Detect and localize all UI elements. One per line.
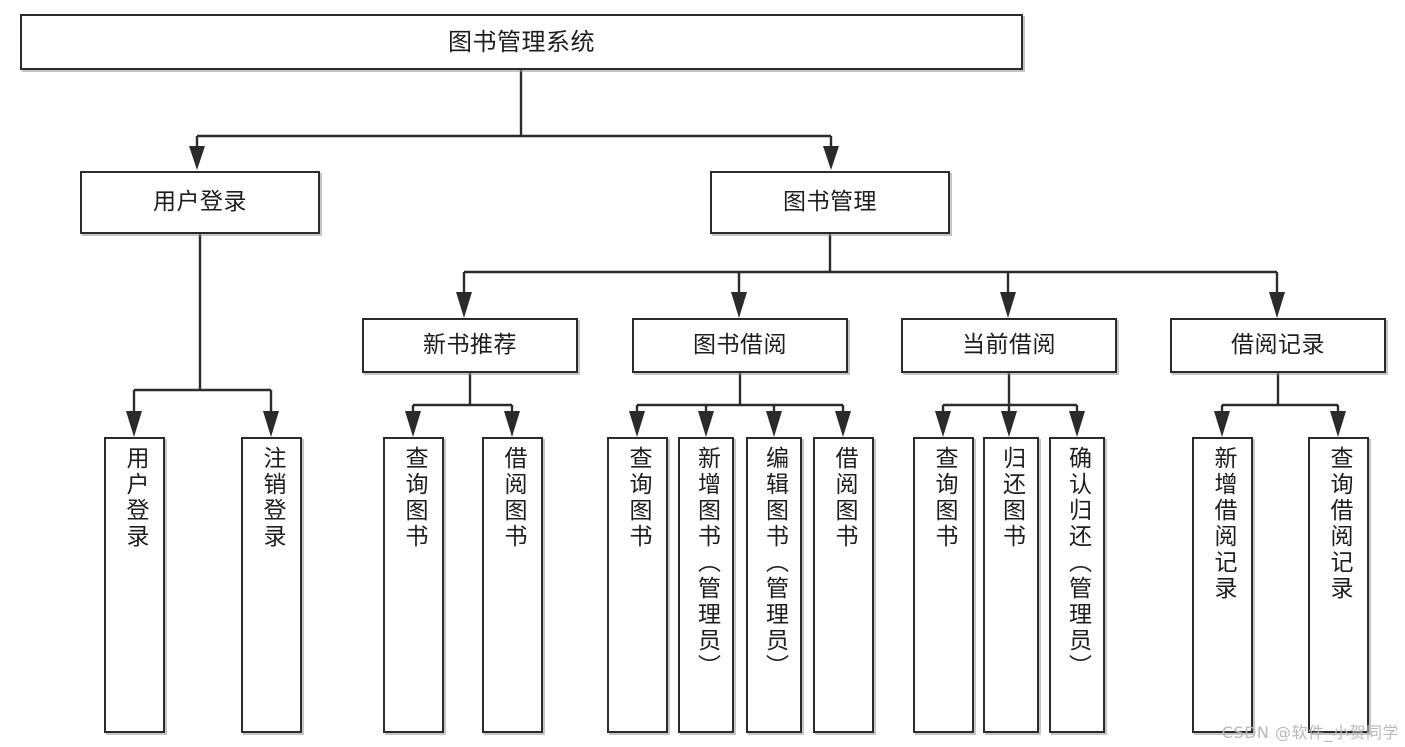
node-leaf-query-book-current[interactable]: 查询图书 — [913, 437, 974, 733]
node-current-borrow[interactable]: 当前借阅 — [901, 318, 1117, 373]
node-leaf-borrow-book[interactable]: 借阅图书 — [813, 437, 874, 733]
connector-user-login-children — [126, 234, 279, 437]
node-leaf-user-login-label: 用户登录 — [122, 446, 148, 550]
node-book-manage[interactable]: 图书管理 — [710, 171, 950, 234]
node-leaf-logout-login[interactable]: 注销登录 — [241, 437, 302, 733]
node-leaf-return-book-label: 归还图书 — [998, 446, 1025, 550]
node-leaf-query-book-borrow-label: 查询图书 — [625, 446, 651, 550]
node-book-borrow[interactable]: 图书借阅 — [632, 318, 848, 373]
node-user-login-label: 用户登录 — [153, 188, 247, 215]
node-root[interactable]: 图书管理系统 — [20, 14, 1023, 70]
connector-current-borrow-children — [935, 373, 1085, 437]
node-leaf-confirm-return-admin-label: 确认归还（管理员） — [1064, 446, 1091, 680]
node-root-label: 图书管理系统 — [448, 27, 595, 56]
connector-book-manage-children — [456, 234, 1285, 318]
node-current-borrow-label: 当前借阅 — [962, 331, 1056, 358]
connector-book-borrow-children — [629, 373, 851, 437]
csdn-watermark: CSDN @软件_小贺同学 — [1221, 723, 1399, 742]
node-leaf-query-borrow-record[interactable]: 查询借阅记录 — [1308, 437, 1369, 733]
node-leaf-query-book-current-label: 查询图书 — [931, 446, 957, 550]
node-leaf-add-borrow-record[interactable]: 新增借阅记录 — [1192, 437, 1253, 733]
node-leaf-query-book-rec-label: 查询图书 — [401, 446, 427, 550]
node-leaf-borrow-book-rec-label: 借阅图书 — [500, 446, 526, 550]
node-leaf-add-borrow-record-label: 新增借阅记录 — [1210, 446, 1236, 602]
node-leaf-logout-login-label: 注销登录 — [259, 446, 285, 550]
node-borrow-record-label: 借阅记录 — [1231, 331, 1325, 358]
node-new-book-rec-label: 新书推荐 — [423, 331, 517, 358]
node-new-book-rec[interactable]: 新书推荐 — [362, 318, 578, 373]
node-leaf-edit-book-admin[interactable]: 编辑图书（管理员） — [746, 437, 802, 733]
connector-borrow-record-children — [1214, 373, 1346, 437]
node-leaf-query-book-rec[interactable]: 查询图书 — [383, 437, 444, 733]
node-leaf-borrow-book-rec[interactable]: 借阅图书 — [482, 437, 543, 733]
node-leaf-query-borrow-record-label: 查询借阅记录 — [1326, 446, 1352, 602]
node-borrow-record[interactable]: 借阅记录 — [1170, 318, 1386, 373]
node-leaf-confirm-return-admin[interactable]: 确认归还（管理员） — [1049, 437, 1105, 733]
node-leaf-borrow-book-label: 借阅图书 — [831, 446, 857, 550]
node-book-manage-label: 图书管理 — [783, 188, 877, 215]
node-leaf-add-book-admin[interactable]: 新增图书（管理员） — [678, 437, 734, 733]
node-leaf-add-book-admin-label: 新增图书（管理员） — [693, 446, 720, 680]
node-user-login[interactable]: 用户登录 — [80, 171, 320, 234]
node-book-borrow-label: 图书借阅 — [693, 331, 787, 358]
node-leaf-return-book[interactable]: 归还图书 — [983, 437, 1039, 733]
node-leaf-user-login[interactable]: 用户登录 — [104, 437, 165, 733]
node-leaf-edit-book-admin-label: 编辑图书（管理员） — [761, 446, 788, 680]
connector-root-trunk — [189, 70, 839, 170]
node-leaf-query-book-borrow[interactable]: 查询图书 — [607, 437, 668, 733]
connector-new-book-rec-children — [405, 373, 520, 437]
